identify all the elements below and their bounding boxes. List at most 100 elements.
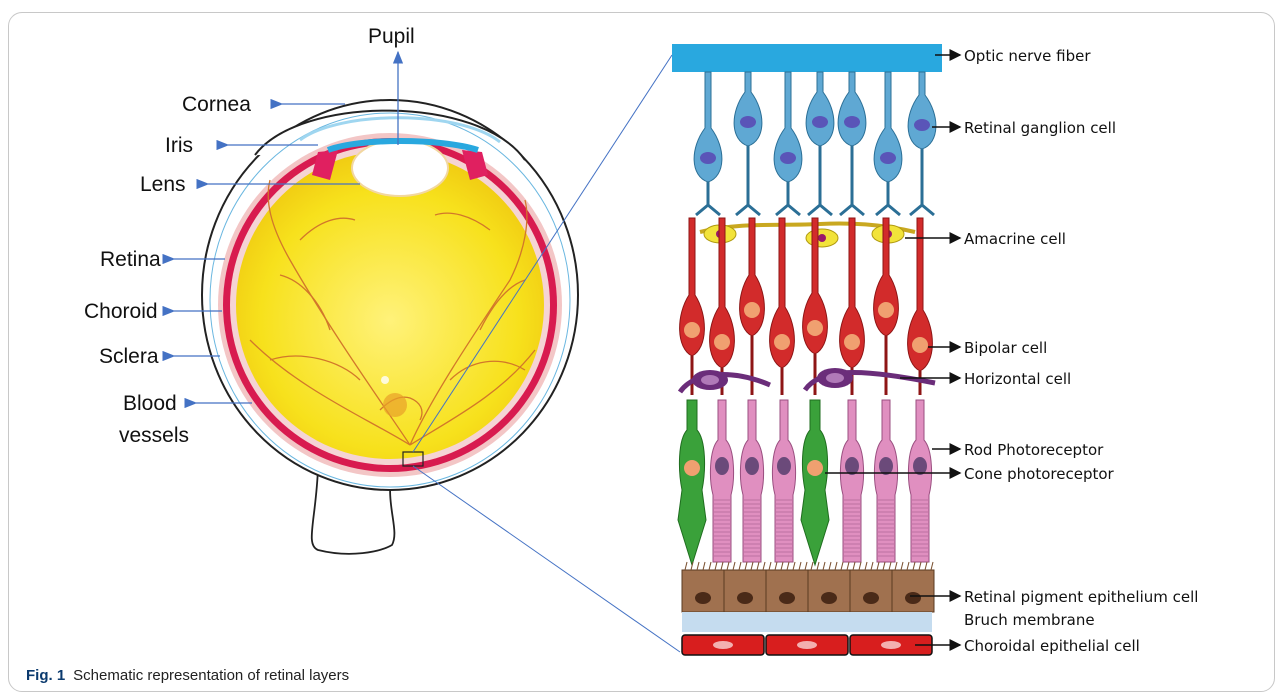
bipolar-nucleus	[774, 334, 790, 350]
rpe-cell	[766, 570, 808, 612]
bipolar-nucleus	[807, 320, 823, 336]
rpe-microvillus	[919, 562, 921, 570]
rpe-microvillus	[739, 562, 741, 570]
cone-photoreceptor-label: Cone photoreceptor	[964, 465, 1115, 483]
rpe-cell-label: Retinal pigment epithelium cell	[964, 588, 1198, 606]
rpe-microvillus	[703, 562, 705, 570]
rpe-microvillus	[697, 562, 699, 570]
cone-photoreceptor	[678, 400, 706, 565]
ganglion-dendrite	[696, 182, 720, 215]
amacrine-cell-label: Amacrine cell	[964, 230, 1066, 248]
rpe-nucleus	[779, 592, 795, 604]
rod-photoreceptor	[908, 400, 931, 562]
pupil-label: Pupil	[368, 25, 415, 48]
ganglion-cell	[734, 72, 762, 146]
ganglion-nucleus	[700, 152, 716, 164]
rod-photoreceptor	[710, 400, 733, 562]
rpe-microvillus	[799, 562, 801, 570]
rpe-microvillus	[709, 562, 711, 570]
rpe-microvillus	[751, 562, 753, 570]
rpe-microvillus	[895, 562, 897, 570]
rpe-microvillus	[727, 562, 729, 570]
rpe-microvillus	[865, 562, 867, 570]
rod-photoreceptor	[772, 400, 795, 562]
ganglion-nucleus	[914, 119, 930, 131]
rpe-microvillus	[835, 562, 837, 570]
rpe-microvillus	[829, 562, 831, 570]
ganglion-dendrite	[840, 146, 864, 215]
rpe-microvillus	[823, 562, 825, 570]
bipolar-cell	[740, 218, 765, 336]
ganglion-dendrite	[776, 182, 800, 215]
sclera-label: Sclera	[99, 345, 159, 368]
horizontal-nucleus	[701, 375, 719, 385]
bruch-membrane-label: Bruch membrane	[964, 611, 1095, 629]
figure-caption-text: Schematic representation of retinal laye…	[73, 667, 349, 684]
lens-shape	[352, 140, 448, 196]
photoreceptor-cells	[678, 400, 932, 565]
rod-nucleus	[777, 457, 791, 475]
rpe-microvillus	[733, 562, 735, 570]
ganglion-nucleus	[880, 152, 896, 164]
ganglion-cell	[694, 72, 722, 182]
rpe-microvillus	[925, 562, 927, 570]
ganglion-cell	[838, 72, 866, 146]
rpe-microvillus	[811, 562, 813, 570]
rpe-microvillus	[859, 562, 861, 570]
rpe-nucleus	[737, 592, 753, 604]
retinal-ganglion-cell-label: Retinal ganglion cell	[964, 119, 1116, 137]
ganglion-cell	[774, 72, 802, 182]
ganglion-cell	[908, 72, 936, 149]
rpe-microvillus	[853, 562, 855, 570]
rod-photoreceptor	[840, 400, 863, 562]
rpe-microvillus	[757, 562, 759, 570]
bipolar-nucleus	[878, 302, 894, 318]
rpe-cell	[850, 570, 892, 612]
retina-layers-illustration	[672, 44, 942, 655]
bruch-membrane-layer	[682, 612, 932, 632]
blood-vessels-label-line2: vessels	[119, 424, 189, 447]
ganglion-cells	[694, 72, 936, 215]
cone-nucleus	[684, 460, 700, 476]
rod-photoreceptor	[874, 400, 897, 562]
bipolar-nucleus	[844, 334, 860, 350]
rpe-microvillus	[763, 562, 765, 570]
bipolar-nucleus	[684, 322, 700, 338]
ganglion-nucleus	[780, 152, 796, 164]
rpe-microvillus	[793, 562, 795, 570]
rod-photoreceptor	[740, 400, 763, 562]
rpe-microvillus	[883, 562, 885, 570]
rpe-cell	[682, 570, 724, 612]
ganglion-cell	[806, 72, 834, 146]
choroidal-epithelial-cells	[682, 635, 932, 655]
ganglion-nucleus	[844, 116, 860, 128]
amacrine-nucleus	[818, 234, 826, 242]
fovea-spots	[381, 376, 389, 384]
bipolar-cells	[680, 218, 933, 395]
rpe-cell	[724, 570, 766, 612]
rpe-microvillus	[931, 562, 933, 570]
rpe-microvillus	[889, 562, 891, 570]
rpe-microvillus	[715, 562, 717, 570]
cornea-label: Cornea	[182, 93, 251, 116]
cone-nucleus	[807, 460, 823, 476]
ganglion-dendrite	[736, 146, 760, 215]
horizontal-cell-label: Horizontal cell	[964, 370, 1071, 388]
rpe-microvillus	[775, 562, 777, 570]
choroidal-nucleus	[713, 641, 733, 649]
choroidal-epithelial-cell-label: Choroidal epithelial cell	[964, 637, 1140, 655]
rpe-microvillus	[769, 562, 771, 570]
rpe-microvillus	[847, 562, 849, 570]
bipolar-nucleus	[912, 337, 928, 353]
rpe-microvillus	[841, 562, 843, 570]
rpe-microvillus	[787, 562, 789, 570]
bipolar-cell-label: Bipolar cell	[964, 339, 1047, 357]
rpe-nucleus	[695, 592, 711, 604]
retina-label: Retina	[100, 248, 161, 271]
rpe-microvillus	[907, 562, 909, 570]
ganglion-dendrite	[910, 149, 934, 215]
rpe-microvillus	[877, 562, 879, 570]
rpe-microvillus	[685, 562, 687, 570]
